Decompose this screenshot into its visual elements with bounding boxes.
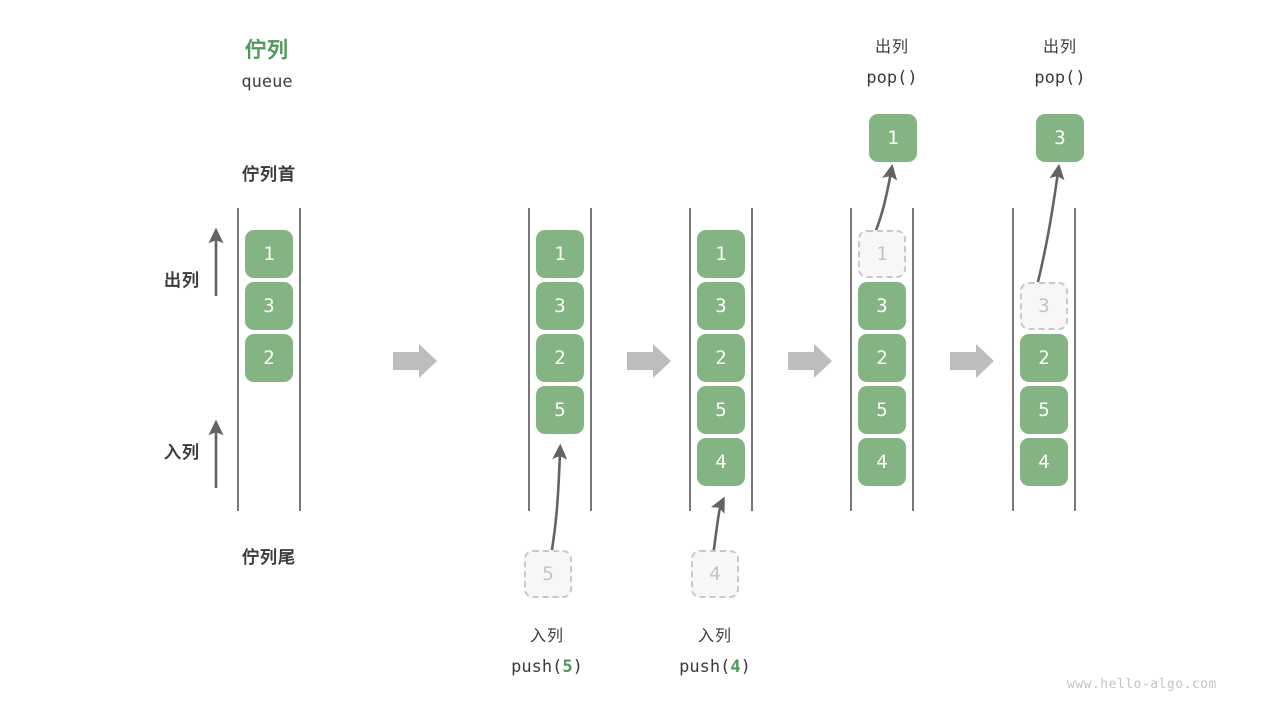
popped-cell-3: 3 <box>1036 114 1084 162</box>
op-code-suffix: ) <box>1075 68 1086 88</box>
queue-cell: 3 <box>697 282 745 330</box>
op-label-code-push-5: push(5) <box>482 657 612 677</box>
op-label-code-pop-3: pop() <box>995 68 1125 88</box>
queue-cell: 1 <box>245 230 293 278</box>
op-code-suffix: ) <box>572 657 583 677</box>
op-label-cn-push-4: 入列 <box>697 628 732 645</box>
push-5-motion-arrow <box>549 443 568 557</box>
popped-cell-1: 1 <box>869 114 917 162</box>
step-arrow-3 <box>788 344 832 378</box>
pop-3-motion-arrow <box>1034 163 1065 291</box>
op-code-suffix: ) <box>907 68 918 88</box>
op-code-prefix: push( <box>679 657 731 677</box>
step-arrow-1 <box>393 344 437 378</box>
queue-cell: 5 <box>858 386 906 434</box>
queue-cell: 2 <box>536 334 584 382</box>
diagram-title-en: queue <box>241 72 293 92</box>
queue-cell: 1 <box>536 230 584 278</box>
queue-cell: 2 <box>697 334 745 382</box>
pending-cell-push-5: 5 <box>524 550 572 598</box>
queue-cell: 5 <box>1020 386 1068 434</box>
queue-cell: 2 <box>1020 334 1068 382</box>
queue-cell: 2 <box>858 334 906 382</box>
queue-tail-label: 佇列尾 <box>242 548 296 567</box>
queue-cell: 4 <box>697 438 745 486</box>
op-code-prefix: push( <box>511 657 563 677</box>
diagram-title-cn: 佇列 <box>245 39 289 62</box>
op-label-code-pop-1: pop() <box>827 68 957 88</box>
op-label-cn-pop-3: 出列 <box>1042 39 1077 56</box>
op-code-prefix: pop( <box>866 68 908 88</box>
dequeue-direction-label: 出列 <box>164 271 200 290</box>
queue-head-label: 佇列首 <box>242 165 296 184</box>
op-code-arg: 4 <box>730 657 741 677</box>
enqueue-direction-label: 入列 <box>164 443 200 462</box>
queue-cell-ghost: 1 <box>858 230 906 278</box>
queue-cell: 5 <box>697 386 745 434</box>
watermark-label: www.hello-algo.com <box>1067 677 1217 692</box>
queue-cell: 4 <box>1020 438 1068 486</box>
op-label-cn-push-5: 入列 <box>529 628 564 645</box>
queue-cell: 2 <box>245 334 293 382</box>
queue-cell: 3 <box>858 282 906 330</box>
step-arrow-4 <box>950 344 994 378</box>
op-label-code-push-4: push(4) <box>650 657 780 677</box>
push-4-motion-arrow <box>711 496 725 557</box>
pending-cell-push-4: 4 <box>691 550 739 598</box>
step-arrow-2 <box>627 344 671 378</box>
queue-cell-ghost: 3 <box>1020 282 1068 330</box>
op-code-suffix: ) <box>740 657 751 677</box>
queue-cell: 1 <box>697 230 745 278</box>
op-label-cn-pop-1: 出列 <box>874 39 909 56</box>
queue-cell: 3 <box>536 282 584 330</box>
queue-cell: 4 <box>858 438 906 486</box>
queue-cell: 3 <box>245 282 293 330</box>
op-code-arg: 5 <box>562 657 573 677</box>
queue-cell: 5 <box>536 386 584 434</box>
op-code-prefix: pop( <box>1034 68 1076 88</box>
